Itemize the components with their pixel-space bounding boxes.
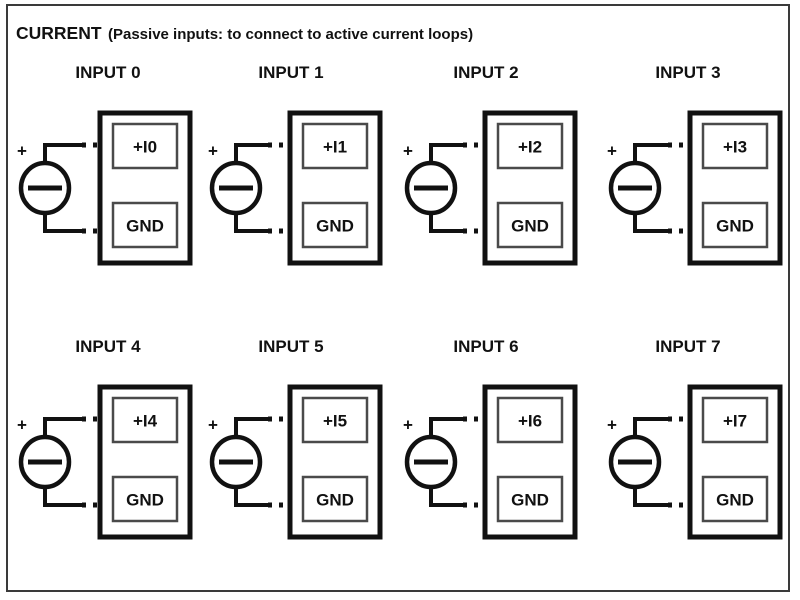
channel-title: INPUT 0 (75, 63, 140, 82)
ground-terminal-box[interactable] (496, 475, 564, 523)
signal-terminal-box[interactable] (701, 396, 769, 444)
ground-terminal-label: GND (511, 491, 549, 510)
channel-group-input-4[interactable]: INPUT 4 + +I4 GND (17, 337, 193, 540)
signal-terminal-label: +I1 (323, 138, 347, 157)
wire-top-stub (429, 143, 463, 163)
channel-title: INPUT 4 (75, 337, 141, 356)
terminal-block[interactable]: +I3 GND (687, 110, 783, 266)
ground-terminal-box[interactable] (701, 201, 769, 249)
signal-terminal-box[interactable] (701, 122, 769, 170)
signal-terminal-box[interactable] (111, 396, 179, 444)
signal-terminal-label: +I7 (723, 412, 747, 431)
ground-terminal-label: GND (316, 217, 354, 236)
polarity-plus-label: + (208, 142, 218, 161)
channel-title: INPUT 1 (258, 63, 323, 82)
page-title: CURRENT (16, 23, 102, 43)
channel-title: INPUT 5 (258, 337, 323, 356)
signal-terminal-label: +I2 (518, 138, 542, 157)
current-source-symbol: + (607, 416, 668, 507)
polarity-plus-label: + (17, 416, 27, 435)
polarity-plus-label: + (17, 142, 27, 161)
terminal-block[interactable]: +I4 GND (97, 384, 193, 540)
signal-terminal-box[interactable] (496, 122, 564, 170)
wire-top-stub (633, 143, 668, 163)
ground-terminal-box[interactable] (496, 201, 564, 249)
channel-group-input-7[interactable]: INPUT 7 + +I7 GND (607, 337, 783, 540)
wire-bottom-stub (43, 487, 82, 507)
signal-terminal-label: +I0 (133, 138, 157, 157)
channel-title: INPUT 7 (655, 337, 720, 356)
signal-terminal-label: +I6 (518, 412, 542, 431)
wire-bottom-stub (633, 487, 668, 507)
wire-top-stub (43, 417, 82, 437)
polarity-plus-label: + (403, 142, 413, 161)
signal-terminal-label: +I5 (323, 412, 347, 431)
ground-terminal-box[interactable] (701, 475, 769, 523)
channel-title: INPUT 6 (453, 337, 518, 356)
wire-bottom-stub (429, 213, 463, 233)
channel-title: INPUT 2 (453, 63, 518, 82)
signal-terminal-box[interactable] (301, 122, 369, 170)
wire-top-stub (43, 143, 82, 163)
current-source-symbol: + (17, 416, 82, 507)
wire-top-stub (234, 417, 268, 437)
ground-terminal-box[interactable] (111, 475, 179, 523)
channel-title: INPUT 3 (655, 63, 720, 82)
signal-terminal-box[interactable] (496, 396, 564, 444)
polarity-plus-label: + (208, 416, 218, 435)
wire-bottom-stub (43, 213, 82, 233)
terminal-block[interactable]: +I6 GND (482, 384, 578, 540)
channel-group-input-0[interactable]: INPUT 0 + +I0 GND (17, 63, 193, 266)
channel-group-input-3[interactable]: INPUT 3 + +I3 GND (607, 63, 783, 266)
ground-terminal-label: GND (716, 491, 754, 510)
wire-bottom-stub (234, 213, 268, 233)
terminal-block[interactable]: +I0 GND (97, 110, 193, 266)
signal-terminal-label: +I3 (723, 138, 747, 157)
wire-top-stub (633, 417, 668, 437)
channel-group-input-5[interactable]: INPUT 5 + +I5 GND (208, 337, 383, 540)
ground-terminal-label: GND (716, 217, 754, 236)
current-source-symbol: + (208, 416, 268, 507)
current-source-symbol: + (17, 142, 82, 233)
terminal-block[interactable]: +I5 GND (287, 384, 383, 540)
ground-terminal-box[interactable] (301, 201, 369, 249)
channel-group-input-2[interactable]: INPUT 2 + +I2 GND (403, 63, 578, 266)
polarity-plus-label: + (607, 416, 617, 435)
polarity-plus-label: + (607, 142, 617, 161)
ground-terminal-box[interactable] (111, 201, 179, 249)
signal-terminal-box[interactable] (301, 396, 369, 444)
signal-terminal-box[interactable] (111, 122, 179, 170)
polarity-plus-label: + (403, 416, 413, 435)
channel-group-input-1[interactable]: INPUT 1 + +I1 GND (208, 63, 383, 266)
wire-top-stub (429, 417, 463, 437)
ground-terminal-label: GND (511, 217, 549, 236)
signal-terminal-label: +I4 (133, 412, 158, 431)
ground-terminal-label: GND (126, 217, 164, 236)
page-subtitle: (Passive inputs: to connect to active cu… (108, 26, 473, 43)
ground-terminal-label: GND (126, 491, 164, 510)
wire-bottom-stub (429, 487, 463, 507)
terminal-block[interactable]: +I7 GND (687, 384, 783, 540)
current-source-symbol: + (607, 142, 668, 233)
terminal-block[interactable]: +I2 GND (482, 110, 578, 266)
channel-group-input-6[interactable]: INPUT 6 + +I6 GND (403, 337, 578, 540)
ground-terminal-box[interactable] (301, 475, 369, 523)
wire-bottom-stub (633, 213, 668, 233)
current-source-symbol: + (208, 142, 268, 233)
wire-bottom-stub (234, 487, 268, 507)
ground-terminal-label: GND (316, 491, 354, 510)
terminal-block[interactable]: +I1 GND (287, 110, 383, 266)
wire-top-stub (234, 143, 268, 163)
current-source-symbol: + (403, 416, 463, 507)
current-source-symbol: + (403, 142, 463, 233)
